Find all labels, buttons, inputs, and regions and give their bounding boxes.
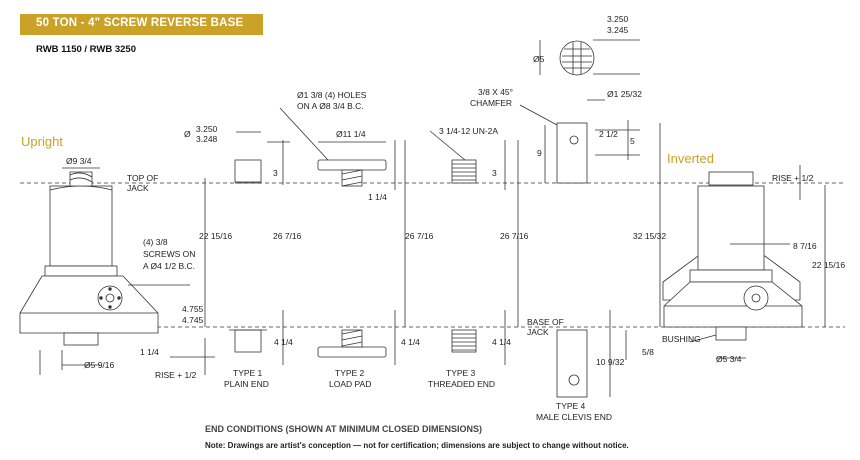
top-of-jack-2: JACK	[127, 183, 149, 193]
dim-26-7-16-c: 26 7/16	[500, 231, 529, 241]
type2-label-a: TYPE 2	[335, 368, 365, 378]
model-subtitle: RWB 1150 / RWB 3250	[36, 44, 136, 55]
type3-label-a: TYPE 3	[446, 368, 476, 378]
upright-jack	[19, 171, 159, 346]
dim-5: 5	[630, 136, 635, 146]
dim-4745: 4.745	[182, 315, 204, 325]
dim-1-1-4-bottom: 1 1/4	[140, 347, 159, 357]
dim-32-15-32: 32 15/32	[633, 231, 666, 241]
type1-label-b: PLAIN END	[224, 379, 269, 389]
screws-line1: (4) 3/8	[143, 237, 168, 247]
page-title: 50 TON - 4" SCREW REVERSE BASE	[36, 17, 244, 29]
upright-label: Upright	[21, 134, 63, 149]
base-of-jack-1: BASE OF	[527, 317, 564, 327]
rise-bottom: RISE + 1/2	[155, 370, 197, 380]
dim-top-3245: 3.245	[607, 25, 629, 35]
dim-dia-11-1-4: Ø11 1/4	[336, 129, 366, 139]
screws-line3: A Ø4 1/2 B.C.	[143, 261, 195, 271]
dim-holes-line1: Ø1 3/8 (4) HOLES	[297, 90, 367, 100]
dim-10-9-32: 10 9/32	[596, 357, 625, 367]
type4-label-a: TYPE 4	[556, 401, 586, 411]
dim-5-8: 5/8	[642, 347, 654, 357]
dim-4-1-4-a: 4 1/4	[274, 337, 293, 347]
dim-3248: 3.248	[196, 134, 218, 144]
dim-9: 9	[537, 148, 542, 158]
inverted-jack	[662, 171, 803, 341]
type4-clevis	[556, 40, 595, 398]
inverted-label: Inverted	[667, 151, 714, 166]
disclaimer-note: Note: Drawings are artist's conception —…	[205, 441, 629, 450]
bushing-label: BUSHING	[662, 334, 701, 344]
dim-8-7-16: 8 7/16	[793, 241, 817, 251]
dim-22-15-16-left: 22 15/16	[199, 231, 232, 241]
dim-2-1-2: 2 1/2	[599, 129, 618, 139]
dim-dia-9-3-4: Ø9 3/4	[66, 156, 92, 166]
end-conditions-caption: END CONDITIONS (SHOWN AT MINIMUM CLOSED …	[205, 424, 482, 434]
dia-symbol-1: Ø	[184, 129, 191, 139]
type1-plain-end	[229, 159, 267, 353]
dim-chamfer-line1: 3/8 X 45°	[478, 87, 513, 97]
type2-label-b: LOAD PAD	[329, 379, 371, 389]
dim-1-1-4-top: 1 1/4	[368, 192, 387, 202]
dim-dia-5: Ø5	[533, 54, 545, 64]
rise-top: RISE + 1/2	[772, 173, 814, 183]
dim-3-b: 3	[492, 168, 497, 178]
dim-3-a: 3	[273, 168, 278, 178]
dim-thread: 3 1/4-12 UN-2A	[439, 126, 498, 136]
base-of-jack-2: JACK	[527, 327, 549, 337]
type4-label-b: MALE CLEVIS END	[536, 412, 612, 422]
dim-26-7-16-a: 26 7/16	[273, 231, 302, 241]
dim-22-15-16-right: 22 15/16	[812, 260, 845, 270]
type3-threaded-end	[451, 159, 477, 353]
title-bar: 50 TON - 4" SCREW REVERSE BASE	[20, 14, 263, 35]
dim-dia-1-25-32: Ø1 25/32	[607, 89, 642, 99]
dim-4755: 4.755	[182, 304, 204, 314]
dim-4-1-4-c: 4 1/4	[492, 337, 511, 347]
dim-dia-5-3-4: Ø5 3/4	[716, 354, 742, 364]
type1-label-a: TYPE 1	[233, 368, 263, 378]
top-of-jack-1: TOP OF	[127, 173, 158, 183]
dim-holes-line2: ON A Ø8 3/4 B.C.	[297, 101, 364, 111]
type2-load-pad	[317, 159, 387, 358]
dim-top-3250: 3.250	[607, 14, 629, 24]
type3-label-b: THREADED END	[428, 379, 495, 389]
dim-4-1-4-b: 4 1/4	[401, 337, 420, 347]
dim-chamfer-line2: CHAMFER	[470, 98, 512, 108]
dim-26-7-16-b: 26 7/16	[405, 231, 434, 241]
dim-dia-5-9-16: Ø5 9/16	[84, 360, 115, 370]
dim-3250: 3.250	[196, 124, 218, 134]
screws-line2: SCREWS ON	[143, 249, 195, 259]
